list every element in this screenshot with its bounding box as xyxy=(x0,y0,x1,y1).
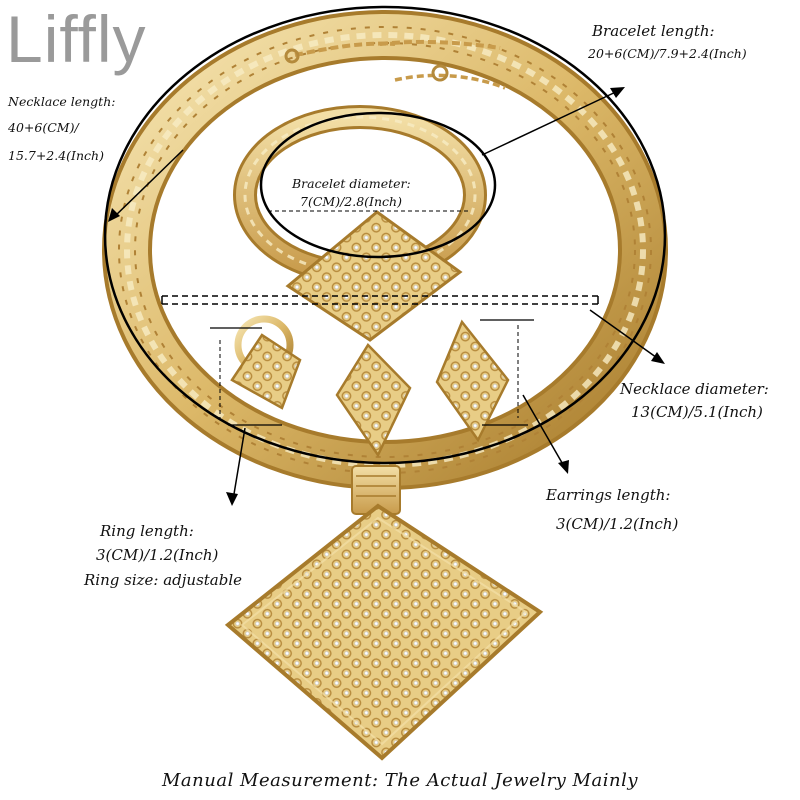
brand-logo: Liffly xyxy=(6,2,147,76)
necklace-diameter-value: 13(CM)/5.1(Inch) xyxy=(631,403,763,421)
ring xyxy=(230,315,302,410)
bracelet-length-title: Bracelet length: xyxy=(592,22,715,40)
ring-length-title: Ring length: xyxy=(100,522,194,540)
measurement-lines xyxy=(103,5,667,501)
bracelet xyxy=(233,64,506,342)
necklace-length-value-line1: 40+6(CM)/ xyxy=(8,120,79,135)
ring-size-label: Ring size: adjustable xyxy=(84,571,243,589)
footer-note: Manual Measurement: The Actual Jewelry M… xyxy=(162,770,638,791)
earrings xyxy=(335,319,510,458)
necklace-length-title: Necklace length: xyxy=(8,94,116,109)
necklace-diameter-title: Necklace diameter: xyxy=(620,380,769,398)
bracelet-length-value: 20+6(CM)/7.9+2.4(Inch) xyxy=(588,46,747,61)
bracelet-diameter-title: Bracelet diameter: xyxy=(292,176,411,191)
necklace-extender xyxy=(284,39,501,64)
pointer-arrowheads xyxy=(108,87,665,506)
ring-length-value: 3(CM)/1.2(Inch) xyxy=(96,546,219,564)
necklace-pendant xyxy=(224,465,544,761)
necklace-length-value-line2: 15.7+2.4(Inch) xyxy=(8,148,104,163)
bracelet-diameter-value: 7(CM)/2.8(Inch) xyxy=(300,194,402,209)
earrings-length-title: Earrings length: xyxy=(546,486,671,504)
earrings-length-value: 3(CM)/1.2(Inch) xyxy=(556,515,679,533)
